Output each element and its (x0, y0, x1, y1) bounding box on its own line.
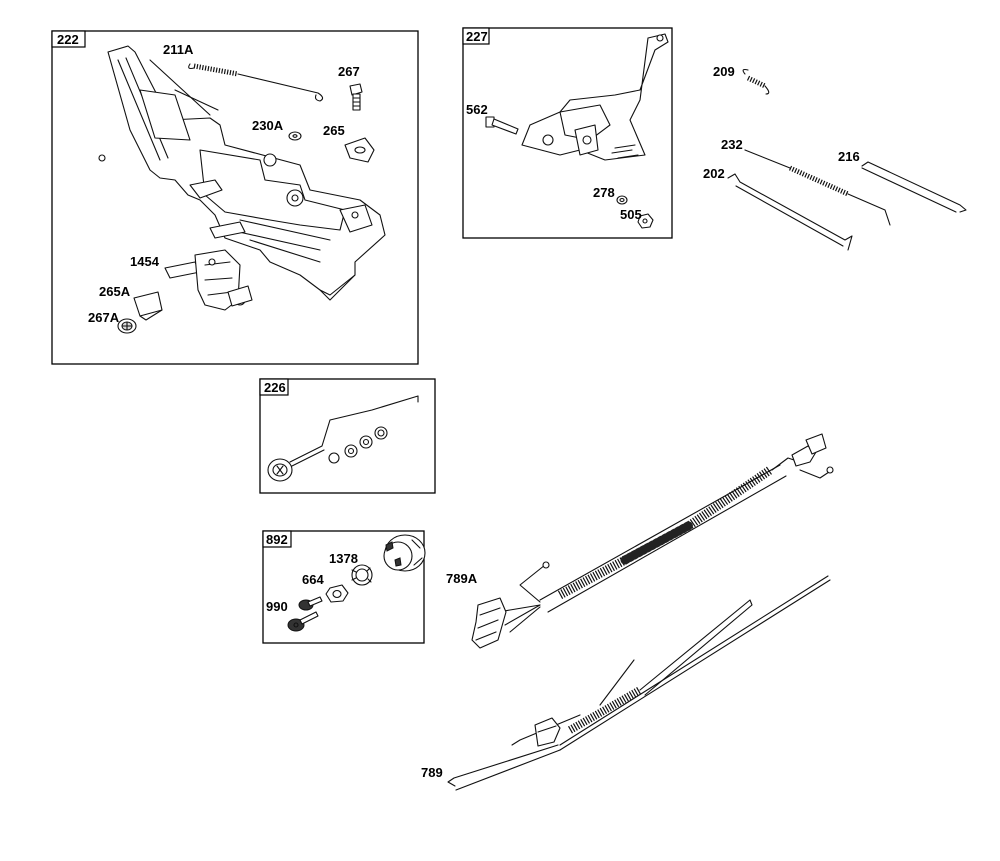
box-226-tab (259, 378, 289, 396)
control-bracket[interactable] (98, 45, 386, 301)
choke-control[interactable] (267, 395, 419, 482)
box-226-frame (259, 378, 436, 494)
box-227-tab (462, 27, 490, 45)
throttle-lever[interactable] (521, 33, 669, 161)
clip-265[interactable] (344, 137, 375, 163)
nut-505[interactable] (637, 213, 654, 229)
box-892-label: 892 (266, 532, 288, 547)
label-267: 267 (338, 64, 360, 79)
label-789: 789 (421, 765, 443, 780)
box-892-frame (262, 530, 425, 644)
washer-278[interactable] (616, 195, 628, 205)
switch-1454[interactable] (164, 249, 253, 311)
box-227-label: 227 (466, 29, 488, 44)
ignition-switch[interactable] (383, 534, 426, 572)
spring-211A[interactable] (188, 63, 324, 102)
box-222-label: 222 (57, 32, 79, 47)
label-265A: 265A (99, 284, 131, 299)
label-1378: 1378 (329, 551, 358, 566)
label-211A: 211A (163, 42, 194, 57)
bolt-562[interactable] (485, 116, 519, 135)
label-232: 232 (721, 137, 743, 152)
label-216: 216 (838, 149, 860, 164)
group-222: 222 211A (51, 30, 419, 365)
rod-202[interactable] (727, 173, 853, 251)
group-227: 227 562 278 505 (462, 27, 673, 239)
harness-789[interactable] (447, 575, 831, 791)
box-227-frame (462, 27, 673, 239)
clip-265A[interactable] (133, 291, 163, 321)
label-209: 209 (713, 64, 735, 79)
box-892-tab (262, 530, 292, 548)
label-664: 664 (302, 572, 324, 587)
spring-209[interactable] (742, 68, 770, 95)
bolt-267[interactable] (349, 83, 363, 111)
label-267A: 267A (88, 310, 120, 325)
label-789A: 789A (446, 571, 478, 586)
label-990: 990 (266, 599, 288, 614)
lockwasher-1378[interactable] (351, 564, 373, 586)
keys-990[interactable] (287, 596, 323, 632)
label-230A: 230A (252, 118, 284, 133)
group-226: 226 (259, 378, 436, 494)
cable-232[interactable] (744, 149, 891, 226)
label-202: 202 (703, 166, 725, 181)
group-892: 892 1378 664 990 (262, 530, 426, 644)
nut-664[interactable] (325, 584, 349, 603)
label-265: 265 (323, 123, 345, 138)
harness-789A[interactable] (471, 433, 834, 649)
label-278: 278 (593, 185, 615, 200)
rod-216[interactable] (861, 161, 967, 213)
label-505: 505 (620, 207, 642, 222)
box-222-frame (51, 30, 419, 365)
label-562: 562 (466, 102, 488, 117)
box-226-label: 226 (264, 380, 286, 395)
box-222-tab (51, 30, 86, 48)
label-1454: 1454 (130, 254, 160, 269)
screw-267A[interactable] (117, 318, 137, 334)
washer-230A[interactable] (288, 131, 302, 141)
